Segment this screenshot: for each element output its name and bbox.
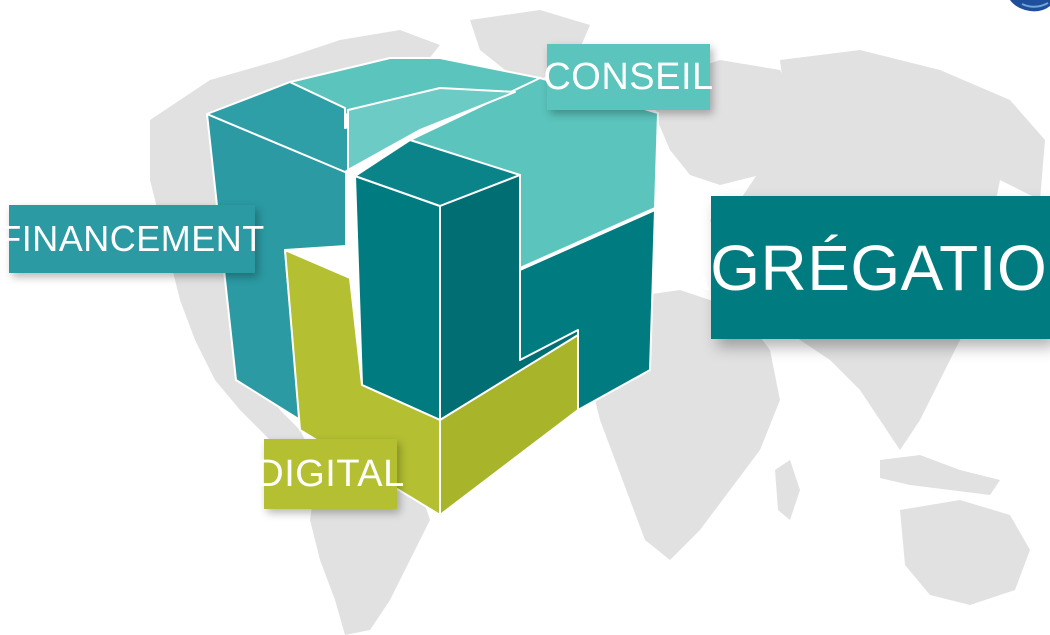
cube-piece-agregation-column-front: [354, 175, 441, 421]
islands-indonesia: [880, 455, 1000, 495]
cube-piece-digital-right-face: [439, 334, 579, 516]
label-conseil: CONSEIL: [543, 44, 713, 110]
label-agregation: AGRÉGATION: [667, 196, 1050, 339]
island-madagascar: [775, 460, 800, 520]
label-digital: DIGITAL: [256, 439, 404, 509]
continent-australia: [900, 500, 1030, 605]
cube-piece-conseil-inner-top: [347, 87, 516, 171]
label-financement: FINANCEMENT: [0, 205, 264, 273]
corner-logo: [1010, 0, 1050, 12]
